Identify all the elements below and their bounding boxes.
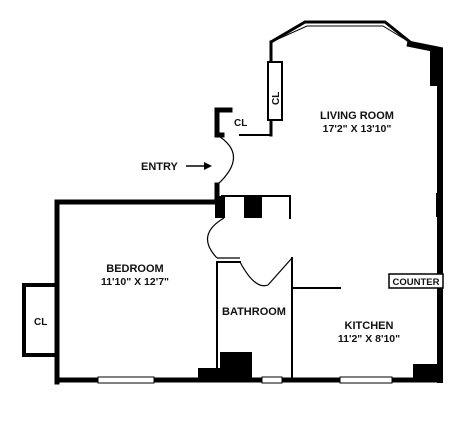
column-right-mid bbox=[436, 193, 442, 217]
column-bottom-right bbox=[413, 364, 442, 382]
entry-label: ENTRY bbox=[141, 161, 179, 173]
bedroom-closet-wall bbox=[22, 283, 59, 357]
living-room-size: 17'2" X 13'10" bbox=[323, 123, 392, 135]
kitchen-window bbox=[339, 376, 393, 384]
bedroom-window bbox=[97, 376, 155, 384]
solid-blocks bbox=[198, 50, 442, 382]
bathroom-door bbox=[239, 257, 293, 287]
right-wall bbox=[406, 40, 443, 383]
bedroom-closet-label: CL bbox=[34, 317, 47, 328]
entry-door bbox=[216, 134, 234, 186]
counter-label: COUNTER bbox=[393, 277, 440, 288]
bedroom-door bbox=[207, 217, 225, 259]
bathroom-name: BATHROOM bbox=[222, 306, 286, 318]
kitchen-size: 11'2" X 8'10" bbox=[338, 333, 400, 345]
bath-fixture bbox=[220, 352, 252, 380]
windows bbox=[97, 376, 393, 384]
bath-window bbox=[261, 376, 283, 384]
column-upper-right bbox=[430, 50, 442, 86]
bedroom-size: 11'10" X 12'7" bbox=[101, 276, 169, 288]
column-entry bbox=[215, 196, 225, 218]
entry-closet-wall bbox=[214, 107, 225, 138]
living-room-name: LIVING ROOM bbox=[320, 110, 394, 122]
entry-arrow-head bbox=[204, 162, 212, 170]
counter-box bbox=[388, 273, 444, 289]
bay-window-glass bbox=[275, 25, 407, 41]
fixture-block bbox=[244, 196, 262, 218]
bedroom-top-wall bbox=[54, 199, 225, 385]
doors bbox=[186, 134, 293, 287]
bath-corner-block bbox=[198, 368, 220, 382]
kitchen-name: KITCHEN bbox=[345, 320, 394, 332]
bedroom-name: BEDROOM bbox=[106, 263, 163, 275]
living-closet bbox=[267, 61, 283, 121]
bay-window-wall bbox=[269, 20, 413, 57]
living-closet-label: CL bbox=[271, 92, 282, 105]
entry-closet-label: CL bbox=[234, 118, 247, 129]
